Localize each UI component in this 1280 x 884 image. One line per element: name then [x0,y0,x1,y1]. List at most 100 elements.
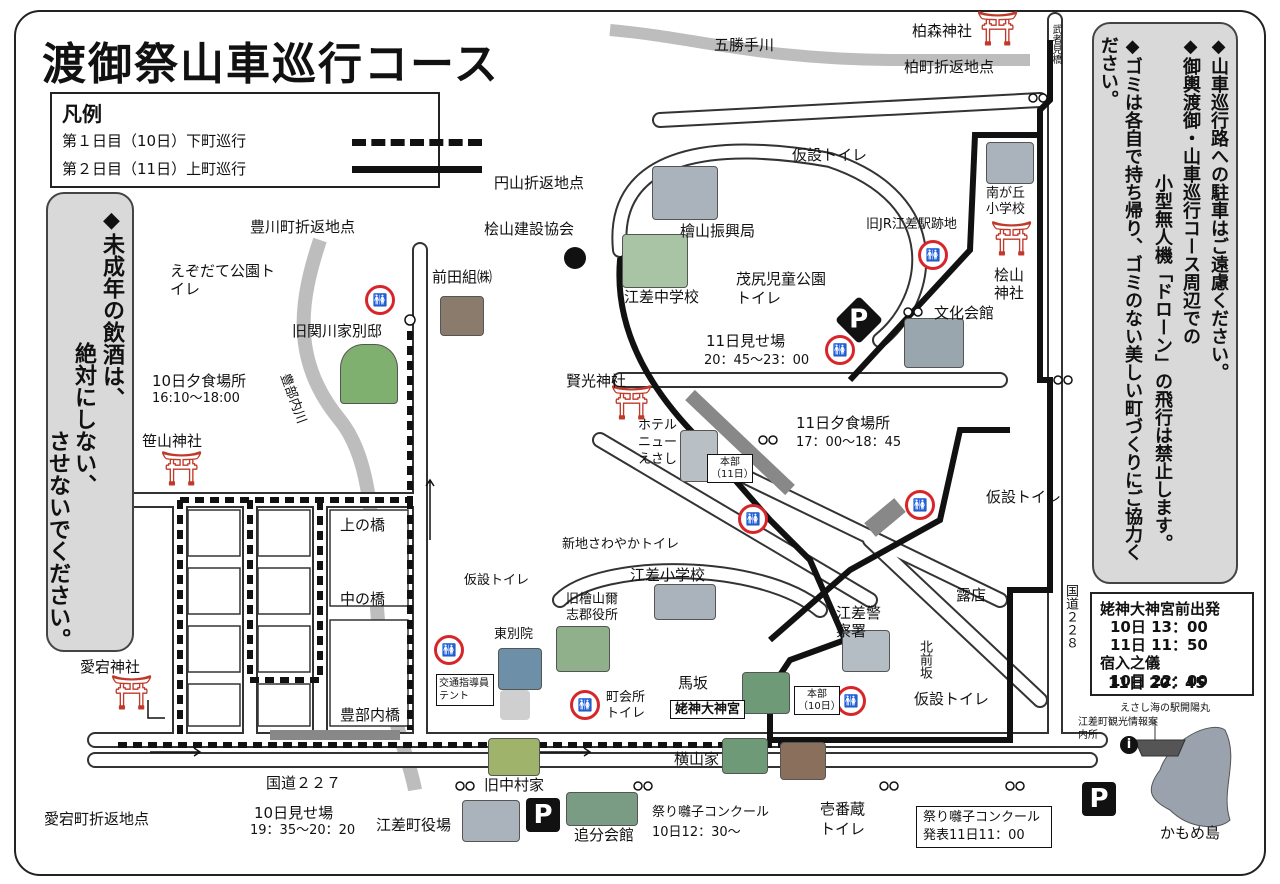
label-atago-shrine: 愛宕神社 [80,658,141,676]
label-kensetsu: 桧山建設協会 [484,220,575,238]
town-blocks [187,509,409,727]
schedule-return-10: 10日 22：00 [1110,672,1208,690]
traffic-signals [404,93,1073,791]
label-ubagami: 姥神大神宮 [670,700,746,719]
kenko-shrine-icon: ⛩ [610,383,654,423]
label-shinko: 檜山振興局 [680,222,756,240]
label-route228: 国道２２８ [1063,584,1078,649]
parking-icon-townoffice: P [526,798,560,832]
kashimori-shrine-icon: ⛩ [976,9,1020,49]
notice-left-1: ◆未成年の飲酒は、 [99,208,124,409]
label-ichibangura: 壱番蔵トイレ [820,800,866,838]
legend-day1-line [352,139,482,146]
label-minamigaoka: 南が丘小学校 [986,186,1026,217]
label-dinner10-time: 16:10～18:00 [152,391,240,406]
label-dinner10: 10日夕食場所 [152,372,247,390]
label-temp-toilet-top: 仮設トイレ [792,146,868,164]
notice-rules: ◆山車巡行路への駐車はご遠慮ください。 ◆御輿渡御・山車巡行コース周辺での 小型… [1092,22,1238,584]
honbu-10-box: 本部（10日） [794,686,841,715]
notice-right-1: ◆山車巡行路への駐車はご遠慮ください。 [1208,36,1229,381]
toilet-icon-oldjr: 🚻 [918,240,948,270]
label-shinchi-toilet: 新地さわやかトイレ [562,537,680,552]
label-hinoyama-shrine: 桧山神社 [994,266,1025,302]
bunka-building-icon [904,318,964,368]
label-michinoeki: えさし海の駅開陽丸 [1120,703,1210,714]
label-basaka: 馬坂 [678,674,709,692]
toilet-icon-shinchi: 🚻 [738,504,768,534]
oiwake-building-icon [566,792,638,826]
schedule-box: 姥神大神宮前出発 10日 13：00 11日 11：50 宿入之儀 10日 22… [1090,592,1254,696]
route-day1 [118,310,790,748]
legend: 凡例 第１日目（10日）下町巡行 第２日目（11日）上町巡行 [50,92,482,188]
notice-underage: ◆未成年の飲酒は、 絶対にしない、 させないでください。 [45,192,134,652]
label-kitamae: 北前坂 [917,640,932,679]
jhs-building-icon [622,234,688,288]
page-title: 渡御祭山車巡行コース [42,39,500,90]
label-hayashi-contest: 祭り囃子コンクール [652,805,770,820]
notice-left-2: 絶対にしない、 [71,342,96,496]
label-maeda: 前田組㈱ [432,268,493,286]
label-kashiwa-turn: 柏町折返地点 [904,58,995,76]
label-dinner11: 11日夕食場所 [796,414,891,432]
toilet-icon-temp-left: 🚻 [434,635,464,665]
schedule-departure-11: 11日 11：50 [1110,636,1208,654]
betsuin-building-icon [498,648,542,690]
label-jhs: 江差中学校 [624,288,700,306]
sekikawa-house-icon [340,344,398,404]
label-maruyama-turn: 円山折返地点 [494,174,585,192]
hinoyama-shrine-icon: ⛩ [990,219,1034,259]
label-kanko: 江差町観光情報案内所 [1078,717,1158,741]
esashi-es-building-icon [654,584,716,620]
toilet-icon-temp-mid: 🚻 [905,490,935,520]
toilet-icon-chokaisho: 🚻 [570,690,600,720]
label-chokaisho: 町会所トイレ [606,690,646,722]
label-gokatte-river: 五勝手川 [714,36,775,54]
betsuin-steps-icon [500,690,530,720]
maeda-building-icon [440,296,484,336]
honbu-11-box: 本部（11日） [707,454,754,483]
sasayama-shrine-icon: ⛩ [160,449,204,489]
label-misebayama10: 10日見せ場 [254,804,334,822]
label-old-nakamura: 旧中村家 [484,776,545,794]
label-dinner11-time: 17：00～18：45 [796,435,902,450]
legend-day2-line [352,166,482,173]
label-toyobe-bridge: 豊部内橋 [340,706,401,724]
label-hayashi-date: 10日12：30～ [652,825,741,840]
label-misebayama11-time: 20：45～23：00 [704,353,810,368]
label-atago-turn: 愛宕町折返地点 [44,810,150,828]
label-temp-toilet-left: 仮設トイレ [464,573,530,588]
gray-segment-2 [864,498,906,537]
label-police: 江差警察署 [836,604,882,640]
label-hayashi-result: 祭り囃子コンクール発表11日11：00 [916,806,1052,849]
label-moshiri-park: 茂尻児童公園トイレ [736,270,827,307]
kaiyo-maru-ship [1134,720,1186,757]
schedule-departure-heading: 姥神大神宮前出発 [1100,600,1221,618]
label-town-office: 江差町役場 [376,816,452,834]
label-route227: 国道２２７ [266,774,342,792]
label-ezodate: えぞだて公園トイレ [170,262,276,298]
direction-arrows [147,478,592,757]
label-kami-bridge: 上の橋 [340,516,386,534]
schedule-departure-10: 10日 13：00 [1110,618,1208,636]
notice-right-4: ◆ゴミは各自で持ち帰り、ゴミのない美しい町づくりにご協力ください。 [1097,36,1143,561]
schedule-return-heading: 宿入之儀 [1100,654,1161,672]
label-sekikawa: 旧関川家別邸 [292,322,383,340]
police-building-icon [842,630,890,672]
minamigaoka-building-icon [986,142,1034,184]
info-icon: i [1120,736,1138,754]
label-temp-toilet-right: 仮設トイレ [914,690,990,708]
label-misebayama11: 11日見せ場 [706,332,786,350]
label-temp-toilet-mid: 仮設トイレ [986,488,1062,506]
ubagami-building-icon [742,672,790,714]
yokoyama-building-icon [722,738,768,774]
schedule-return-11: 11日 20：45 [1108,674,1206,692]
label-esashi-es: 江差小学校 [630,566,706,584]
label-kenko-shrine: 賢光神社 [566,372,627,390]
toilet-icon-ezodate: 🚻 [365,285,395,315]
shinko-building-icon [652,166,718,220]
legend-heading: 凡例 [62,102,102,126]
notice-right-2: ◆御輿渡御・山車巡行コース周辺での [1180,36,1201,345]
atago-shrine-icon: ⛩ [110,673,154,713]
label-naka-bridge: 中の橋 [340,590,386,608]
